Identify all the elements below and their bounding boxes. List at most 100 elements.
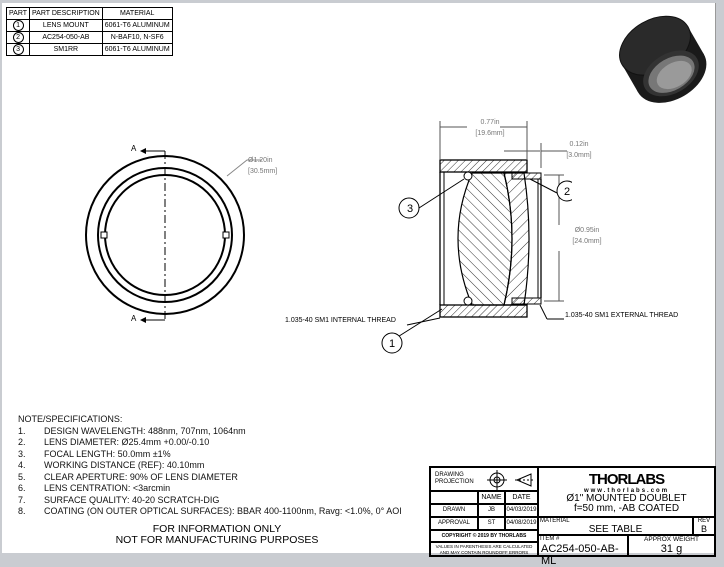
mount-wall-bottom (439, 304, 528, 318)
parts-table: PART PART DESCRIPTION MATERIAL 1 LENS MO… (5, 7, 173, 56)
note-number: 5. (18, 471, 26, 482)
section-view (381, 121, 572, 354)
disclaimer-line-2: NOT FOR MANUFACTURING PURPOSES (115, 534, 319, 546)
drawn-label: DRAWN (430, 504, 478, 517)
rev-value: B (700, 524, 707, 534)
part-description: AC254-050-AB (29, 31, 103, 44)
note-text: CLEAR APERTURE: 90% OF LENS DIAMETER (44, 471, 238, 482)
values-note: VALUES IN PARENTHESIS ARE CALCULATED AND… (430, 542, 538, 556)
header-part: PART (5, 7, 31, 20)
dim-mm: [24.0mm] (572, 238, 602, 245)
part-description: LENS MOUNT (29, 19, 103, 32)
mount-wall-top (439, 159, 528, 173)
note-item: 4. WORKING DISTANCE (REF): 40.10mm (18, 460, 402, 472)
dim-in: Ø0.95in (574, 227, 600, 234)
part-description: SM1RR (29, 43, 103, 56)
table-row: 3 SM1RR 6061-T6 ALUMINUM (5, 43, 173, 56)
parts-header-row: PART PART DESCRIPTION MATERIAL (5, 7, 173, 20)
drawing-sheet: PART PART DESCRIPTION MATERIAL 1 LENS MO… (2, 3, 716, 567)
part-material: N-BAF10, N-SF6 (101, 31, 173, 44)
material-label: MATERIAL (540, 518, 570, 524)
third-angle-projection-icon (487, 470, 533, 490)
drawn-date: 04/03/2019 (505, 504, 538, 517)
external-thread-callout: 1.035-40 SM1 EXTERNAL THREAD (565, 312, 679, 319)
drawn-name: JB (478, 504, 505, 517)
weight-cell: APPROX WEIGHT 31 g (628, 535, 715, 556)
note-item: 6.LENS CENTRATION: <3arcmin (18, 483, 402, 495)
part-material: 6061-T6 ALUMINUM (101, 43, 173, 56)
note-number: 8. (18, 506, 26, 516)
note-text: LENS DIAMETER: Ø25.4mm +0.00/-0.10 (44, 437, 210, 447)
note-text: SURFACE QUALITY: 40-20 SCRATCH-DIG (44, 494, 220, 505)
table-row: 1 LENS MOUNT 6061-T6 ALUMINUM (5, 19, 173, 32)
note-item: 1. DESIGN WAVELENGTH: 488nm, 707nm, 1064n… (18, 426, 402, 438)
balloon-1: 1 (388, 338, 396, 350)
title-block: DRAWING PROJECTION NAME DATE DRAWN JB 04… (429, 466, 716, 567)
dim-in: Ø1.20in (248, 157, 273, 164)
approval-date: 04/08/2019 (505, 517, 538, 530)
note-number: 4. (18, 460, 26, 470)
outer-diameter-dimension: Ø1.20in [30.5mm] (248, 155, 277, 177)
balloon-3: 3 (406, 203, 414, 215)
rev-label: REV (697, 518, 711, 524)
note-item: 5. CLEAR APERTURE: 90% OF LENS DIAMETER (18, 472, 402, 484)
note-number: 1. (18, 425, 26, 436)
dim-mm: [19.6mm] (475, 130, 505, 137)
note-item: 7. SURFACE QUALITY: 40-20 SCRATCH-DIG (18, 495, 402, 507)
section-label-top: A (131, 144, 137, 153)
part-balloon: 3 (12, 44, 24, 55)
date-header: DATE (505, 491, 538, 504)
dim-in: 0.77in (480, 119, 500, 126)
approval-label: APPROVAL (430, 517, 478, 530)
title-cell: THORLABS www.thorlabs.com Ø1" MOUNTED DO… (538, 467, 715, 517)
table-row: 2 AC254-050-AB N-BAF10, N-SF6 (5, 31, 173, 44)
values-note-line-2: AND MAY CONTAIN ROUNDOFF ERRORS (439, 550, 529, 555)
lens-element-1 (457, 172, 513, 306)
weight-label: APPROX WEIGHT (644, 536, 699, 543)
material-cell: MATERIAL SEE TABLE (538, 517, 693, 535)
balloon-2: 2 (563, 186, 571, 198)
part-balloon: 2 (12, 32, 24, 43)
front-view (85, 148, 262, 323)
values-note-line-1: VALUES IN PARENTHESIS ARE CALCULATED (435, 544, 533, 549)
note-item: 3. FOCAL LENGTH: 50.0mm ±1% (18, 449, 402, 461)
copyright: COPYRIGHT © 2019 BY THORLABS (430, 530, 538, 542)
projection-cell: DRAWING PROJECTION (430, 467, 538, 491)
note-number: 6. (18, 483, 26, 493)
dim-mm: [3.0mm] (566, 152, 592, 159)
clear-diameter-dimension: Ø0.95in [24.0mm] (567, 225, 607, 247)
item-label: ITEM # (540, 536, 560, 542)
note-text: COATING (ON OUTER OPTICAL SURFACES): BBA… (44, 506, 402, 516)
note-text: WORKING DISTANCE (REF): 40.10mm (44, 460, 205, 470)
item-cell: ITEM # AC254-050-AB-ML (538, 535, 628, 567)
item-value: AC254-050-AB-ML (541, 543, 619, 567)
note-text: DESIGN WAVELENGTH: 488nm, 707nm, 1064nm (44, 425, 246, 436)
note-item: 2. LENS DIAMETER: Ø25.4mm +0.00/-0.10 (18, 437, 402, 449)
title-line-1: Ø1" MOUNTED DOUBLET (566, 493, 687, 504)
thorlabs-logo: THORLABS (588, 471, 665, 488)
title-line-2: f=50 mm, -AB COATED (573, 503, 680, 514)
dim-mm: [30.5mm] (248, 168, 278, 175)
lens-element-2 (503, 172, 530, 306)
dim-in: 0.12in (569, 141, 589, 148)
length-dimension: 0.77in [19.6mm] (467, 117, 513, 139)
notes-specifications: NOTE/SPECIFICATIONS: 1. DESIGN WAVELENGTH… (18, 414, 402, 518)
note-number: 2. (18, 437, 26, 447)
header-description: PART DESCRIPTION (29, 7, 103, 20)
note-number: 7. (18, 494, 26, 505)
header-material: MATERIAL (101, 7, 173, 20)
note-number: 3. (18, 448, 26, 459)
rev-cell: REV B (693, 517, 715, 535)
projection-label: DRAWING PROJECTION (435, 472, 474, 485)
disclaimer: FOR INFORMATION ONLY NOT FOR MANUFACTURI… (102, 524, 332, 546)
internal-thread-callout: 1.035-40 SM1 INTERNAL THREAD (285, 317, 396, 324)
disclaimer-line-1: FOR INFORMATION ONLY (152, 523, 282, 535)
section-label-bottom: A (131, 314, 137, 323)
part-balloon: 1 (12, 20, 24, 31)
material-value: SEE TABLE (588, 524, 643, 535)
weight-value: 31 g (660, 543, 683, 555)
notes-title: NOTE/SPECIFICATIONS: (18, 414, 123, 424)
note-text: FOCAL LENGTH: 50.0mm ±1% (44, 448, 171, 459)
thread-length-dimension: 0.12in [3.0mm] (564, 139, 594, 161)
website: www.thorlabs.com (583, 488, 670, 494)
